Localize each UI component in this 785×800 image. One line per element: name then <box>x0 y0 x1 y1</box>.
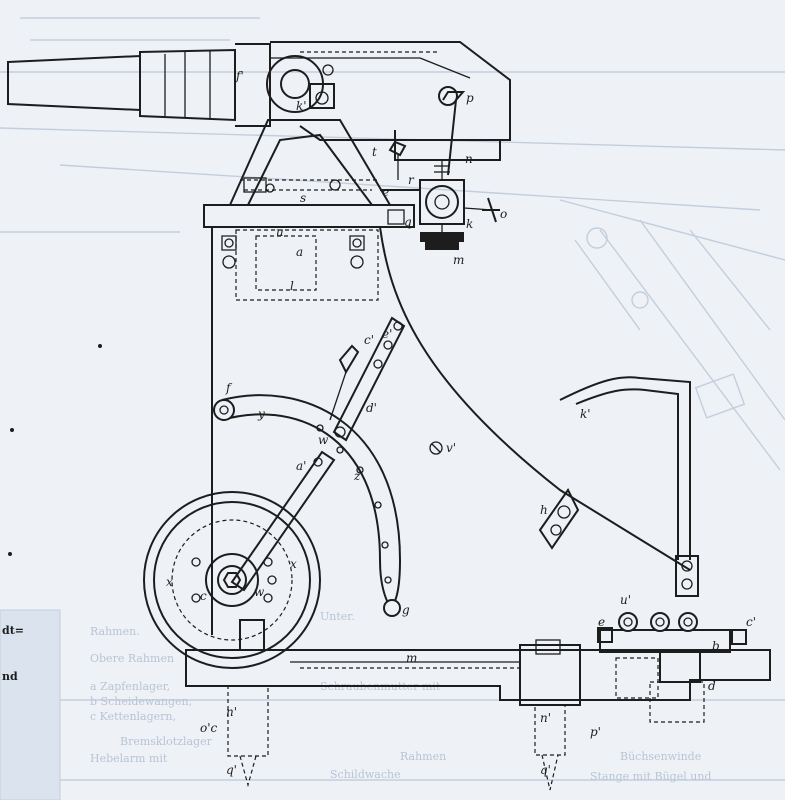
label-e: e <box>382 185 389 199</box>
label-e-3: e <box>598 615 605 629</box>
label-e-prime: e' <box>382 327 392 341</box>
svg-text:c Kettenlagern,: c Kettenlagern, <box>90 710 176 723</box>
label-c-prime: c' <box>364 333 374 347</box>
label-p-prime: p' <box>590 725 601 739</box>
label-s: s <box>300 191 306 205</box>
margin-text-2: nd <box>2 670 18 683</box>
support-frame <box>229 119 391 206</box>
svg-text:Obere Rahmen: Obere Rahmen <box>90 652 174 665</box>
barrel-assembly <box>7 41 511 161</box>
label-k: k <box>466 217 473 231</box>
label-u-prime: u' <box>620 593 631 607</box>
label-d: d <box>708 679 716 693</box>
label-f-prime: f' <box>235 69 244 83</box>
label-m-2: m <box>406 651 417 665</box>
label-n-prime: n' <box>226 705 237 719</box>
trunnion-clamp <box>266 55 335 113</box>
label-u: u <box>276 225 284 239</box>
label-x-right: x <box>290 557 297 571</box>
label-n-prime-2: n' <box>540 711 551 725</box>
label-z: z <box>353 469 361 483</box>
elevating-gear <box>380 86 500 250</box>
label-q-prime-2: q' <box>540 763 551 777</box>
label-m: m <box>453 253 464 267</box>
svg-text:Stange mit Bügel und: Stange mit Bügel und <box>590 770 711 783</box>
label-c-prime-2: c' <box>746 615 756 629</box>
svg-text:Büchsenwinde: Büchsenwinde <box>620 750 701 763</box>
label-r: r <box>408 173 415 187</box>
label-c: c <box>200 589 207 603</box>
label-w-2: w <box>254 585 265 599</box>
label-a: a <box>296 245 303 259</box>
margin-text-1: dt= <box>2 624 24 637</box>
label-k-prime-2: k' <box>580 407 591 421</box>
wheel <box>143 491 321 669</box>
label-w: w <box>318 433 329 447</box>
label-a-prime: a' <box>296 459 306 473</box>
svg-text:Hebelarm mit: Hebelarm mit <box>90 752 168 765</box>
label-v-prime: v' <box>446 441 456 455</box>
label-b: b <box>712 639 720 653</box>
svg-text:Rahmen: Rahmen <box>400 750 446 763</box>
brake-mechanism <box>213 316 406 617</box>
ground-stakes <box>227 619 566 791</box>
svg-text:b Scheidewangen,: b Scheidewangen, <box>90 695 192 708</box>
label-o-c: o'c <box>200 721 218 735</box>
svg-text:Schildwache: Schildwache <box>330 768 401 781</box>
label-h: h <box>540 503 548 517</box>
svg-text:a Zapfenlager,: a Zapfenlager, <box>90 680 170 693</box>
svg-text:Rahmen.: Rahmen. <box>90 625 140 638</box>
label-l: l <box>290 279 294 293</box>
bleed-through-layer: Rahmen. Obere Rahmen a Zapfenlager, b Sc… <box>0 17 785 800</box>
label-d-prime: d' <box>366 401 377 415</box>
svg-text:Unter.: Unter. <box>320 610 355 623</box>
label-o: o <box>500 207 507 221</box>
label-t: t <box>372 145 377 159</box>
label-q: q <box>404 215 412 229</box>
label-k-prime: k' <box>296 99 307 113</box>
label-n: n <box>465 152 473 166</box>
carriage-cheek <box>203 204 691 635</box>
svg-text:Bremsklotzlager: Bremsklotzlager <box>120 735 213 748</box>
label-y: y <box>257 407 265 421</box>
label-q-prime: q' <box>226 763 237 777</box>
label-p: p <box>466 91 474 105</box>
part-labels: f' k' p n t r e o k q m s a u l c' e' d'… <box>166 69 756 777</box>
label-x-left: x <box>166 575 173 589</box>
trail-frame <box>185 376 771 723</box>
label-g: g <box>402 603 410 617</box>
margin-fragments: dt= nd <box>2 344 102 683</box>
label-f: f <box>225 381 233 395</box>
